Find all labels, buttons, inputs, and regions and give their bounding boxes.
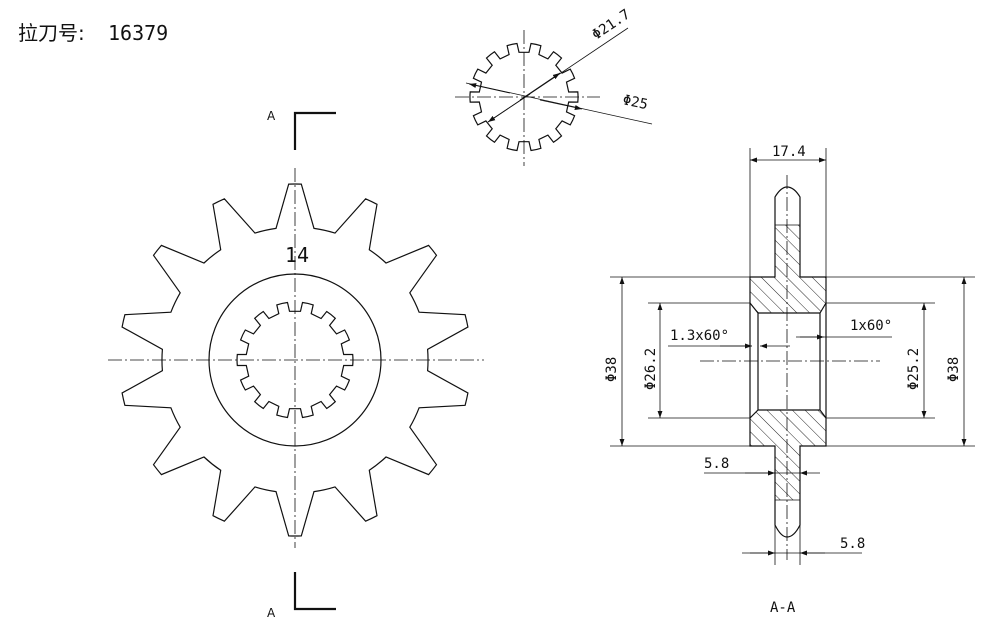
section-hatch-upper bbox=[750, 225, 826, 313]
dim-outer-arrow-a bbox=[468, 83, 511, 94]
tooth-width-upper-label: 5.8 bbox=[704, 456, 729, 472]
dim-inner-arrow-b bbox=[519, 72, 561, 101]
right-bore-dia-label: Φ25.2 bbox=[906, 348, 922, 390]
broach-number: 16379 bbox=[108, 21, 168, 45]
section-letter-top: A bbox=[267, 109, 276, 123]
tooth-width-lower-label: 5.8 bbox=[840, 536, 865, 552]
section-letter-bottom: A bbox=[267, 606, 276, 617]
dim-outer-arrow-b bbox=[539, 99, 583, 110]
broach-label: 拉刀号: bbox=[18, 21, 85, 45]
right-outer-dia-label: Φ38 bbox=[946, 357, 962, 382]
spline-detail: Φ21.7 Φ25 bbox=[455, 6, 653, 166]
left-outer-dia-label: Φ38 bbox=[604, 357, 620, 382]
section-title: A-A bbox=[770, 600, 796, 616]
section-marker-bottom bbox=[293, 572, 336, 611]
left-chamfer-label: 1.3x60° bbox=[670, 328, 729, 344]
section-marker-top bbox=[293, 111, 336, 150]
outer-diameter-label: Φ25 bbox=[621, 92, 649, 113]
teeth-count-label: 14 bbox=[285, 243, 309, 267]
bore-outline bbox=[749, 302, 827, 419]
spline-detail-outline bbox=[469, 42, 579, 152]
inner-diameter-label: Φ21.7 bbox=[589, 6, 633, 43]
section-hatch-lower bbox=[750, 410, 826, 500]
front-view: 14 A A bbox=[108, 109, 484, 617]
right-chamfer-label: 1x60° bbox=[850, 318, 892, 334]
width-top-label: 17.4 bbox=[772, 144, 806, 160]
sprocket-outline bbox=[121, 183, 469, 537]
spline-bore-outline bbox=[236, 301, 354, 419]
section-view: 17.4 Φ38 Φ26.2 1.3x60° 1x60° Φ25.2 Φ38 bbox=[604, 144, 975, 616]
left-bore-dia-label: Φ26.2 bbox=[643, 348, 659, 390]
dim-inner-arrow-a bbox=[487, 93, 531, 123]
